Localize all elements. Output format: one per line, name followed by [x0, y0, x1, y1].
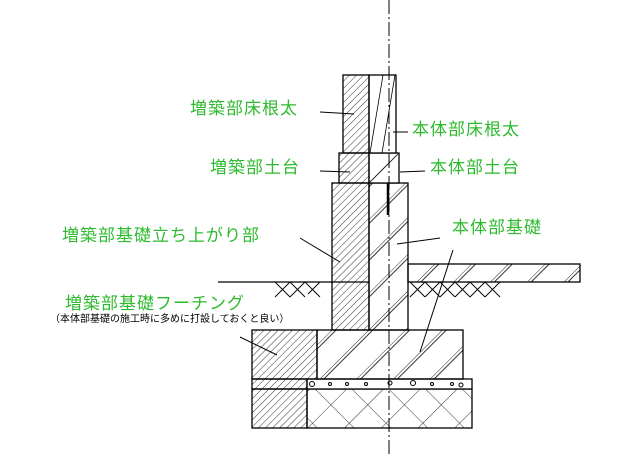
ground-slab: [407, 263, 581, 283]
addition-sill: [338, 152, 370, 184]
label-main-sill: 本体部土台: [430, 158, 520, 178]
gravel-base-addition: [251, 388, 308, 429]
concrete-aggregate: [309, 380, 464, 388]
label-main-foundation: 本体部基礎: [452, 218, 542, 238]
label-addition-floor-joist: 増築部床根太: [190, 99, 298, 119]
soil-hatch: [274, 281, 501, 298]
label-addition-sill: 増築部土台: [210, 158, 300, 178]
addition-footing: [251, 329, 318, 380]
leveling-concrete-addition: [251, 378, 308, 390]
label-main-floor-joist: 本体部床根太: [412, 120, 520, 140]
main-floor-joist: [368, 74, 397, 154]
label-addition-footing: 増築部基礎フーチング: [65, 294, 245, 314]
leader-lines: [239, 111, 454, 356]
main-footing: [316, 329, 464, 380]
addition-foundation-wall: [331, 182, 370, 331]
footing-note: （本体部基礎の施工時に多めに打設しておくと良い）: [50, 314, 290, 325]
label-addition-foundation-wall: 増築部基礎立ち上がり部: [62, 226, 260, 246]
